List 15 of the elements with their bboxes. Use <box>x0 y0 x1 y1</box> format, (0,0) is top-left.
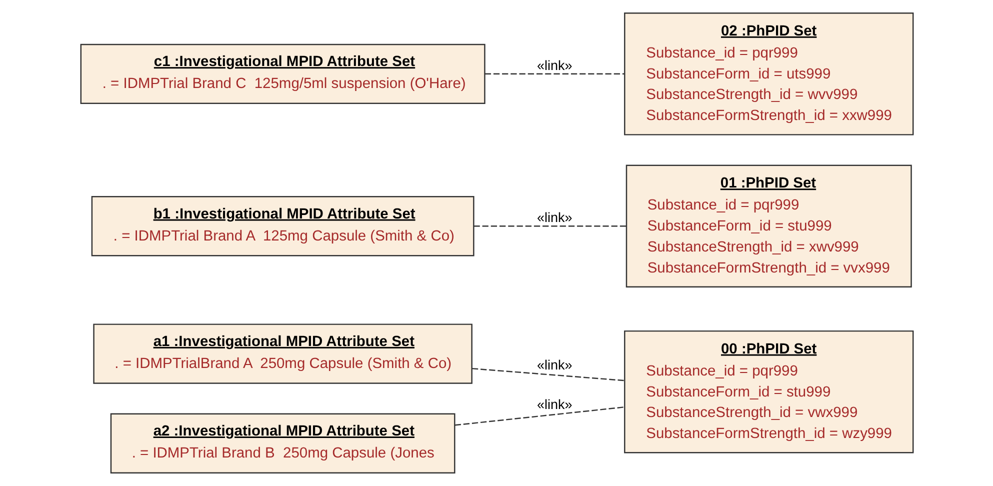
node-box: 02 :PhPID Set Substance_id = pqr999 SubstanceForm_id = uts999 SubstanceStrength_id = wvv999 SubstanceFormStrength_id = xxw999 <box>624 12 914 136</box>
node-box: a2 :Investigational MPID Attribute Set . = IDMPTrial Brand B 250mg Capsule (Jones <box>110 413 455 474</box>
edge-label: «link» <box>536 396 572 412</box>
connector <box>454 406 624 426</box>
edge-label: «link» <box>536 58 572 73</box>
edge-label: «link» <box>536 357 572 372</box>
node-box: 01 :PhPID Set Substance_id = pqr999 SubstanceForm_id = stu999 SubstanceStrength_id = xwv999 SubstanceFormStrength_id = vvx999 <box>625 164 912 288</box>
connector <box>473 226 626 227</box>
connector <box>484 73 624 75</box>
connector <box>472 368 624 382</box>
node-box: a1 :Investigational MPID Attribute Set . = IDMPTrialBrand A 250mg Capsule (Smith & Co) <box>92 324 472 384</box>
node-box: c1 :Investigational MPID Attribute Set . = IDMPTrial Brand C 125mg/5ml suspension (O'Hare) <box>80 44 485 104</box>
node-box: b1 :Investigational MPID Attribute Set . = IDMPTrial Brand A 125mg Capsule (Smith & Co) <box>90 196 474 256</box>
node-box: 00 :PhPID Set Substance_id = pqr999 SubstanceForm_id = stu999 SubstanceStrength_id = vwx999 SubstanceFormStrength_id = wzy999 <box>624 330 914 454</box>
edge-label: «link» <box>536 210 572 226</box>
